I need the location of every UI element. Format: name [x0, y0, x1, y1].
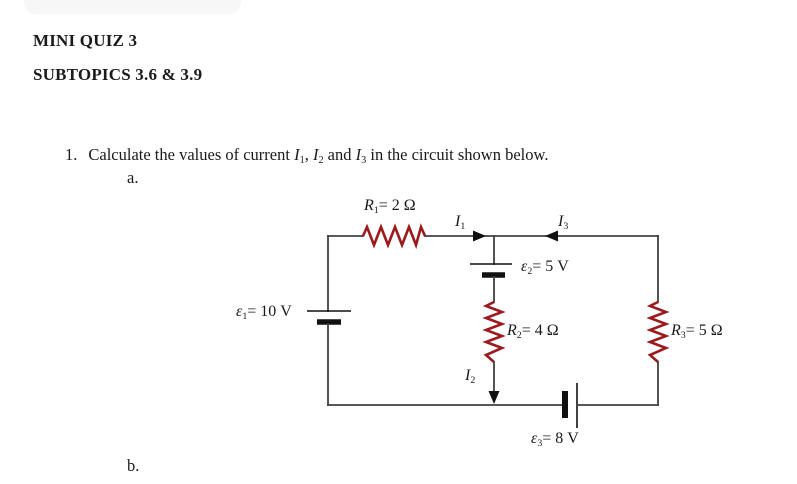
- part-a-label: a.: [127, 168, 139, 187]
- question-1-text: 1.Calculate the values of current I1, I2…: [65, 145, 549, 166]
- quiz-subtitle: SUBTOPICS 3.6 & 3.9: [33, 65, 203, 84]
- source-e3-label: ε3= 8 V: [531, 430, 579, 449]
- resistor-r1-label: R1= 2 Ω: [364, 197, 416, 216]
- top-tab-shape: [24, 0, 241, 14]
- current-i2-arrow: [488, 391, 500, 404]
- source-e2-label: ε2= 5 V: [521, 258, 569, 277]
- resistor-r1-zigzag: [361, 223, 427, 250]
- current-i2-label: I2: [465, 367, 476, 386]
- current-i1-arrow: [473, 230, 486, 242]
- current-i3-arrow: [545, 230, 558, 242]
- resistor-r3-label: R3= 5 Ω: [671, 322, 723, 341]
- resistor-r2-zigzag: [482, 300, 506, 363]
- resistor-r3-zigzag: [646, 300, 670, 363]
- question-number: 1.: [65, 145, 78, 164]
- part-b-label: b.: [127, 456, 140, 475]
- quiz-title: MINI QUIZ 3: [33, 31, 138, 50]
- current-i3-label: I3: [558, 213, 569, 232]
- current-i1-label: I1: [455, 213, 466, 232]
- source-e1-label: ε1= 10 V: [236, 303, 292, 322]
- resistor-r2-label: R2= 4 Ω: [507, 322, 559, 341]
